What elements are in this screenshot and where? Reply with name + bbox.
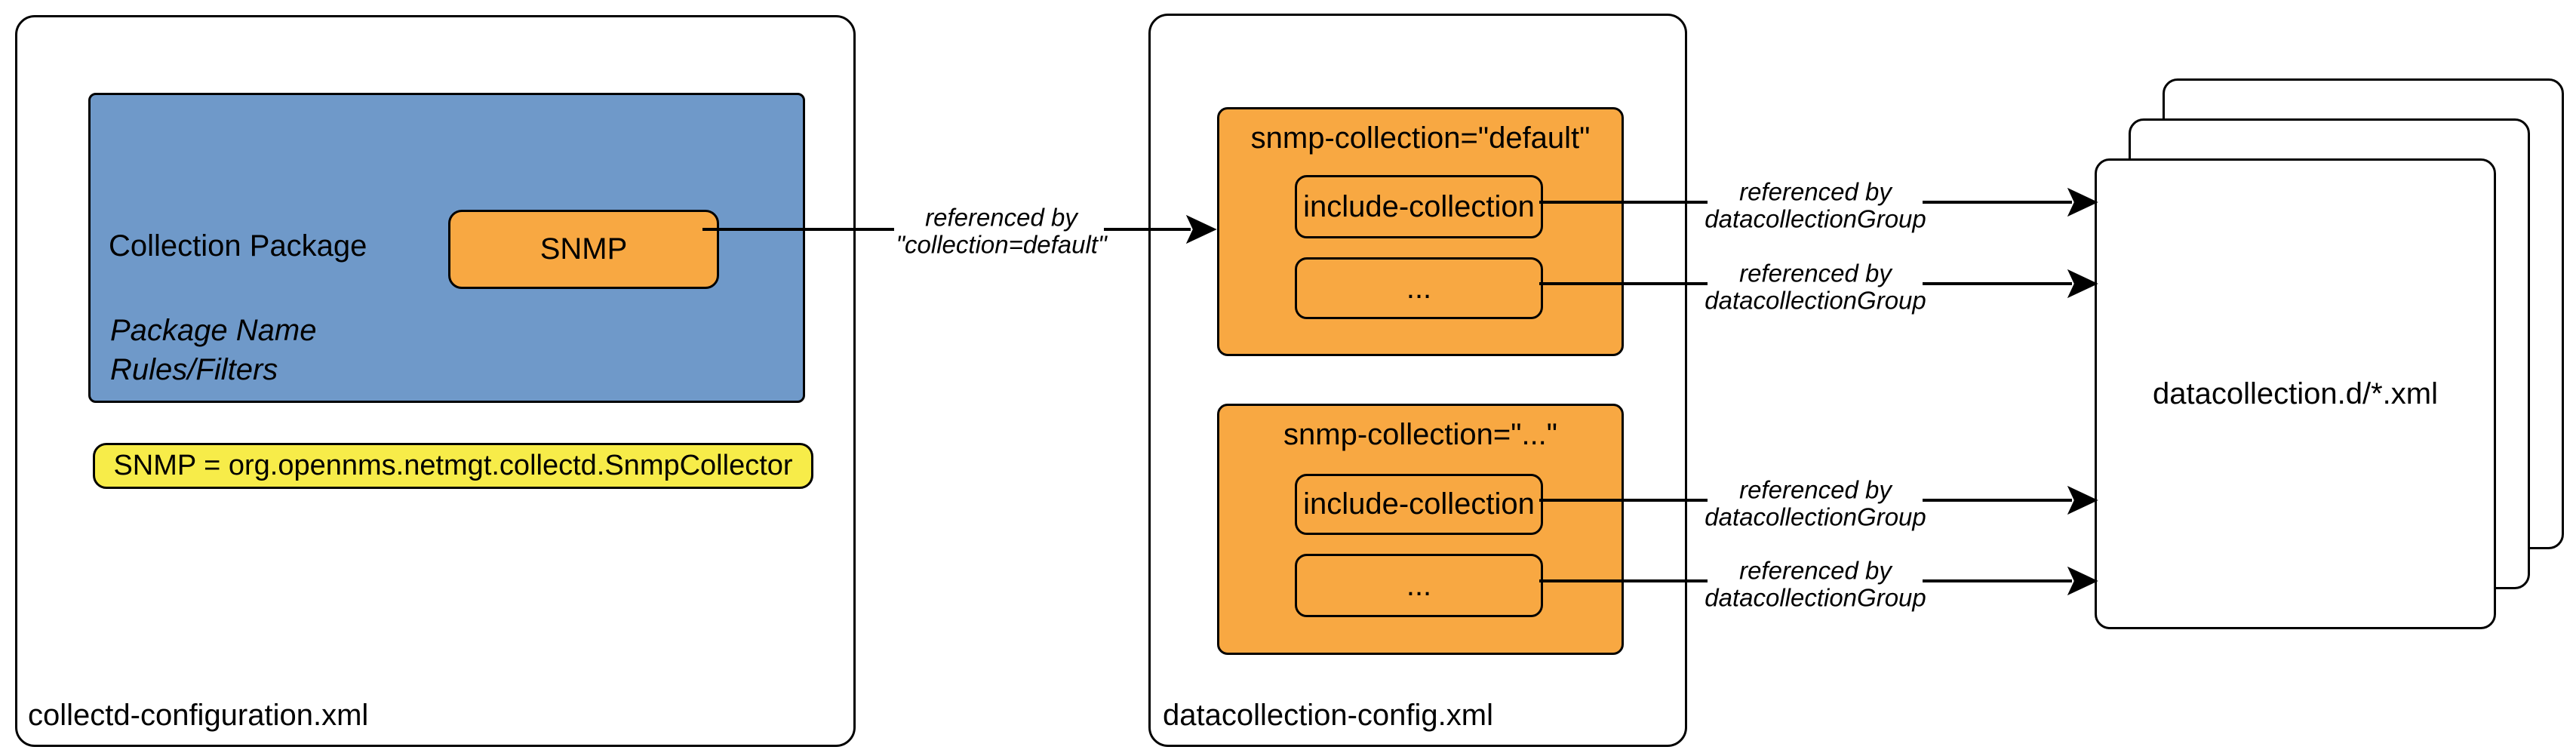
collection-package-annotations: Package Name Rules/Filters — [110, 311, 316, 389]
datacollection-doc-label: datacollection.d/*.xml — [2153, 376, 2438, 410]
snmp-collector-box: SNMP — [448, 210, 719, 289]
collection-package-title: Collection Package — [109, 229, 367, 263]
label-datacollection-group-2: referenced by datacollectionGroup — [1705, 259, 1926, 314]
annotation-package-name: Package Name — [110, 314, 317, 347]
include-collection-box-1: include-collection — [1295, 175, 1543, 238]
snmp-collection-other-title: snmp-collection="..." — [1283, 418, 1557, 451]
snmp-collection-default-group: snmp-collection="default" include-collec… — [1217, 107, 1624, 356]
label-datacollection-group-3: referenced by datacollectionGroup — [1705, 475, 1926, 530]
include-collection-box-2: include-collection — [1295, 474, 1543, 535]
panel-datacollection-config: snmp-collection="default" include-collec… — [1148, 14, 1687, 747]
snmp-collection-other-group: snmp-collection="..." include-collection… — [1217, 404, 1624, 655]
panel-collectd-configuration: Collection Package Package Name Rules/Fi… — [15, 15, 856, 747]
label-collection-default: referenced by "collection=default" — [896, 203, 1107, 258]
ellipsis-box-1: ... — [1295, 257, 1543, 319]
annotation-rules-filters: Rules/Filters — [110, 353, 278, 386]
label-datacollection-group-1: referenced by datacollectionGroup — [1705, 177, 1926, 232]
label-datacollection-group-4: referenced by datacollectionGroup — [1705, 556, 1926, 611]
ellipsis-box-2: ... — [1295, 554, 1543, 617]
snmp-collection-default-title: snmp-collection="default" — [1250, 121, 1591, 155]
datacollection-config-file-label: datacollection-config.xml — [1163, 699, 1493, 732]
datacollection-doc-front: datacollection.d/*.xml — [2095, 158, 2496, 629]
snmp-collector-mapping-note: SNMP = org.opennms.netmgt.collectd.SnmpC… — [93, 443, 813, 489]
collectd-configuration-file-label: collectd-configuration.xml — [28, 699, 369, 732]
collection-package-box: Collection Package Package Name Rules/Fi… — [88, 93, 805, 403]
